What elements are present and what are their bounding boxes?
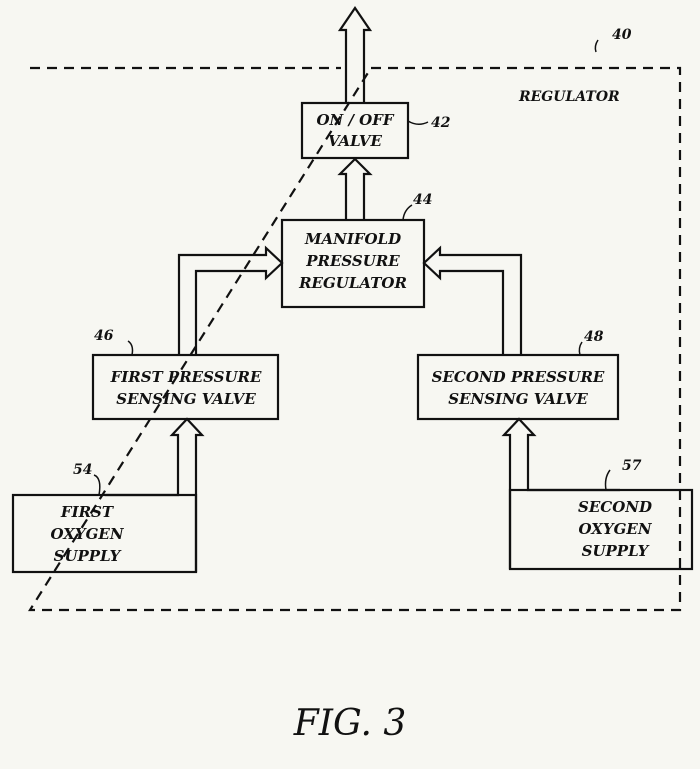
ref-48: 48 <box>584 329 604 345</box>
ref-40: 40 <box>612 27 632 43</box>
second-valve-to-manifold-arrow <box>424 248 521 355</box>
first-valve-to-manifold-arrow <box>179 248 282 355</box>
manifold-line-3: REGULATOR <box>298 274 407 292</box>
first-sensing-line-2: SENSING VALVE <box>116 390 256 408</box>
ref-42-leader <box>408 121 428 124</box>
ref-40-leader <box>595 40 598 52</box>
second-sensing-valve-box <box>418 355 618 419</box>
manifold-line-2: PRESSURE <box>305 252 400 270</box>
second-sensing-line-2: SENSING VALVE <box>448 390 588 408</box>
regulator-label: REGULATOR <box>518 89 620 105</box>
ref-57-leader <box>606 470 611 490</box>
on-off-valve-line-1: ON / OFF <box>316 111 394 129</box>
output-arrow <box>340 8 370 103</box>
ref-44-leader <box>403 205 412 220</box>
first-supply-line-1: FIRST <box>60 503 115 521</box>
manifold-line-1: MANIFOLD <box>304 230 401 248</box>
first-supply-line-3: SUPPLY <box>54 547 122 565</box>
ref-48-leader <box>579 342 582 355</box>
second-supply-line-3: SUPPLY <box>582 542 650 560</box>
ref-44: 44 <box>413 192 432 208</box>
ref-46: 46 <box>94 328 114 344</box>
second-sensing-line-1: SECOND PRESSURE <box>432 368 605 386</box>
ref-57: 57 <box>622 458 642 474</box>
second-supply-line-1: SECOND <box>578 498 652 516</box>
manifold-to-valve-arrow <box>340 159 370 221</box>
first-sensing-line-1: FIRST PRESSURE <box>110 368 262 386</box>
on-off-valve-line-2: VALVE <box>328 132 383 150</box>
ref-54: 54 <box>73 462 92 478</box>
ref-42: 42 <box>431 115 451 131</box>
ref-46-leader <box>128 341 133 355</box>
second-supply-line-2: OXYGEN <box>578 520 652 538</box>
ref-54-leader <box>94 475 100 495</box>
first-supply-line-2: OXYGEN <box>50 525 124 543</box>
figure-caption: FIG. 3 <box>293 703 406 744</box>
